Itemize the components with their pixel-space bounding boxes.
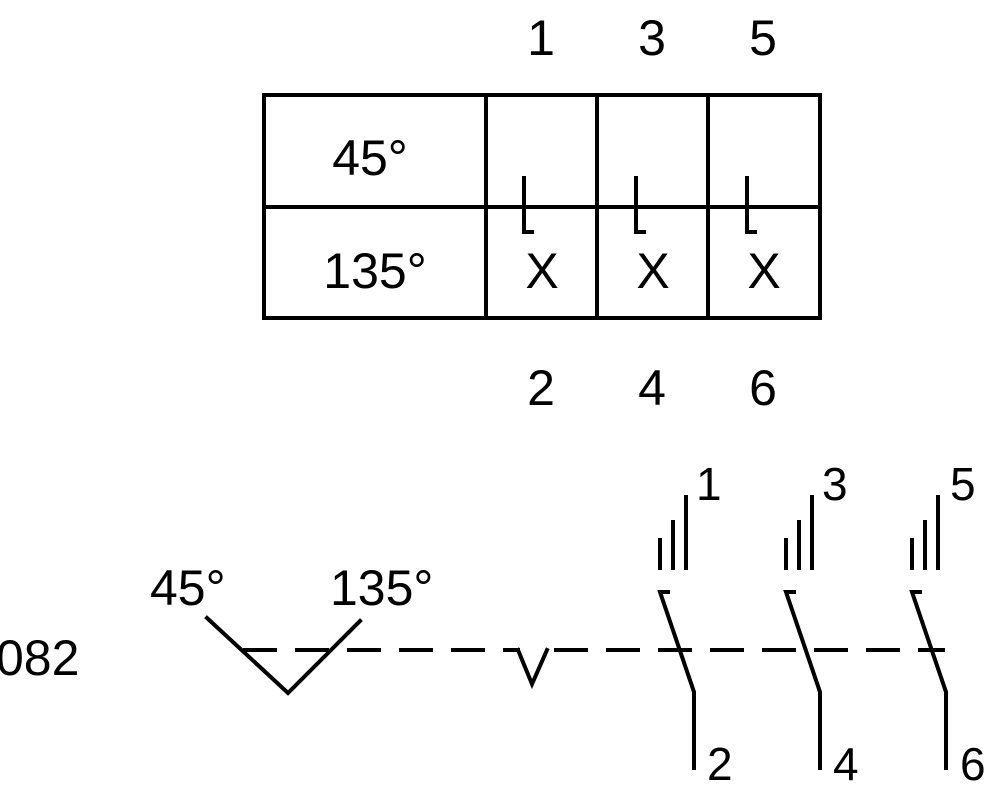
position-label-45: 45° xyxy=(150,560,226,616)
schematic-symbol: 082 45° 135° 1 2 3 4 xyxy=(0,458,986,790)
bottom-terminal-2: 2 xyxy=(527,360,555,416)
contact-3-4-bottom-label: 4 xyxy=(833,738,859,790)
closed-mark-5-6: X xyxy=(747,243,780,299)
detent-notch xyxy=(515,647,550,690)
top-terminal-5: 5 xyxy=(749,10,777,66)
contact-5-6-top-label: 5 xyxy=(950,458,976,510)
contact-1-2-bottom-label: 2 xyxy=(707,738,733,790)
top-terminal-1: 1 xyxy=(527,10,555,66)
contact-5-6: 5 6 xyxy=(909,458,986,790)
contact-3-4-blade xyxy=(783,590,822,770)
bottom-terminal-6: 6 xyxy=(749,360,777,416)
closed-mark-3-4: X xyxy=(636,243,669,299)
closed-mark-1-2: X xyxy=(525,243,558,299)
contact-3-4-top-label: 3 xyxy=(822,458,848,510)
row-angle-45: 45° xyxy=(332,130,408,186)
contact-5-6-bottom-label: 6 xyxy=(960,738,986,790)
row-angle-135: 135° xyxy=(323,243,426,299)
switch-mark-2 xyxy=(634,176,646,234)
contact-3-4: 3 4 xyxy=(783,458,859,790)
bottom-terminal-4: 4 xyxy=(638,360,666,416)
contact-1-2-blade xyxy=(657,590,696,770)
contact-1-2-top-label: 1 xyxy=(696,458,722,510)
contact-1-2: 1 2 xyxy=(657,458,733,790)
contact-5-6-blade xyxy=(909,590,948,770)
device-code: 082 xyxy=(0,630,79,686)
top-terminal-3: 3 xyxy=(638,10,666,66)
contact-table: 1 3 5 45° 135° X X X 2 4 6 xyxy=(262,10,822,416)
switch-mark-1 xyxy=(522,176,534,234)
switch-mark-3 xyxy=(745,176,757,234)
rotary-actuator xyxy=(204,615,363,696)
position-label-135: 135° xyxy=(330,560,433,616)
